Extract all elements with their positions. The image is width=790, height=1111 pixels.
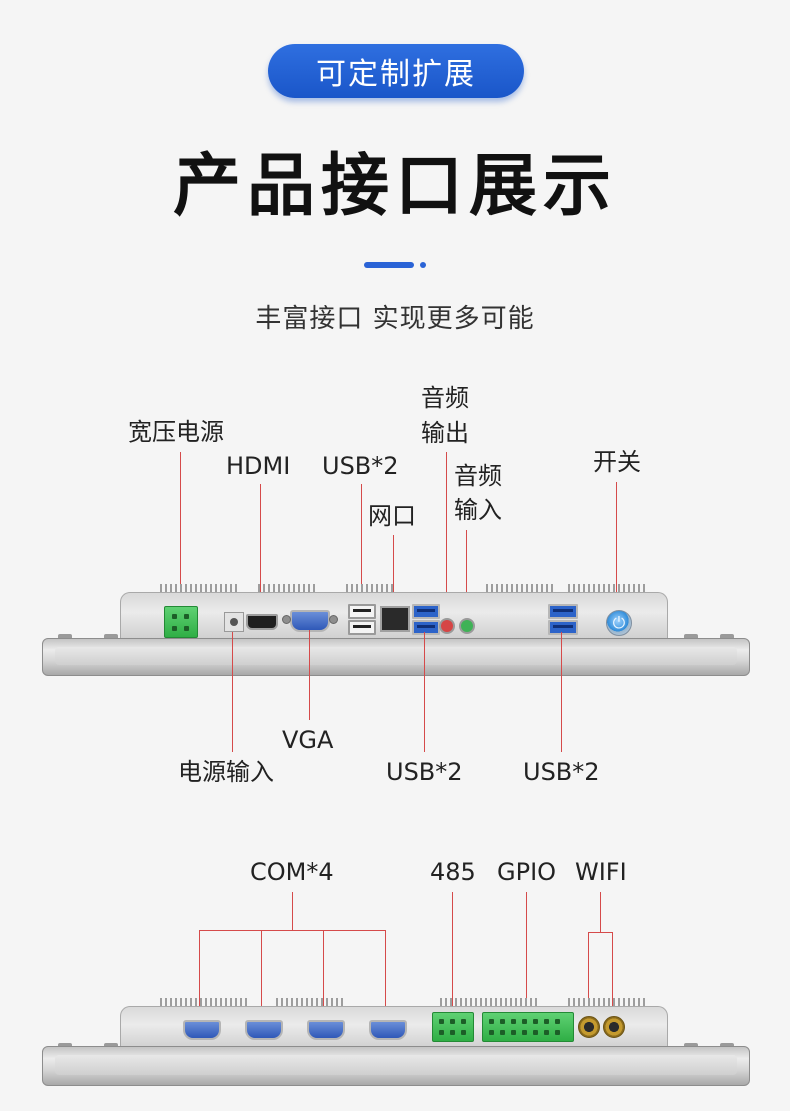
- label-usb-top: USB*2: [322, 452, 399, 480]
- com-port: [183, 1020, 221, 1040]
- leader-com-1: [199, 930, 200, 1018]
- leader-wifi: [600, 892, 601, 932]
- leader-usb-top: [361, 484, 362, 588]
- audio-in-jack: [459, 618, 475, 634]
- leader-wifi-2: [612, 932, 613, 1028]
- title-divider: [364, 262, 414, 268]
- leader-usb-bottom-1: [424, 632, 425, 752]
- vga-screw: [329, 615, 338, 624]
- wide-power-terminal: [164, 606, 198, 638]
- vent-fins: [160, 584, 240, 592]
- vga-screw: [282, 615, 291, 624]
- leader-wide-power: [180, 452, 181, 584]
- vga-port: [290, 610, 330, 632]
- wifi-antenna-connector: [603, 1016, 625, 1038]
- vent-fins: [346, 584, 396, 592]
- label-wide-power: 宽压电源: [128, 418, 224, 446]
- leader-vga: [309, 630, 310, 720]
- power-icon: ⏻: [612, 613, 626, 632]
- vent-fins: [160, 998, 250, 1006]
- hdmi-port: [246, 614, 278, 630]
- com-port: [307, 1020, 345, 1040]
- leader-audio-out: [446, 452, 447, 620]
- front-bezel: [42, 638, 750, 676]
- label-audio-out-2: 输出: [421, 419, 469, 447]
- leader-usb-bottom-2: [561, 632, 562, 752]
- leader-wifi-bracket: [588, 932, 613, 933]
- vent-fins: [276, 998, 346, 1006]
- dc-input-jack: [224, 612, 244, 632]
- vent-fins: [486, 584, 556, 592]
- label-gpio: GPIO: [497, 858, 557, 886]
- page-title: 产品接口展示: [172, 147, 617, 226]
- vent-fins: [440, 998, 540, 1006]
- panel-top-diagram: 宽压电源 HDMI USB*2 网口 音频 输出 音频 输入 开关: [0, 380, 790, 800]
- usb3-port: [548, 604, 578, 619]
- leader-dc-in: [232, 632, 233, 752]
- vent-fins: [258, 584, 318, 592]
- leader-com: [292, 892, 293, 930]
- label-485: 485: [430, 858, 476, 886]
- audio-out-jack: [439, 618, 455, 634]
- lan-port: [380, 606, 410, 632]
- label-power-switch: 开关: [593, 448, 641, 476]
- label-audio-in-2: 输入: [454, 496, 502, 524]
- label-wifi: WIFI: [575, 858, 627, 886]
- leader-lan: [393, 535, 394, 597]
- leader-gpio: [526, 892, 527, 1016]
- leader-com-3: [323, 930, 324, 1018]
- usb2-port: [348, 604, 376, 619]
- leader-audio-in: [466, 530, 467, 620]
- rs485-terminal: [432, 1012, 474, 1042]
- power-button: ⏻: [606, 610, 632, 636]
- page-subtitle: 丰富接口 实现更多可能: [255, 304, 535, 334]
- com-port: [245, 1020, 283, 1040]
- panel-bottom-diagram: COM*4 485 GPIO WIFI: [0, 850, 790, 1111]
- front-bezel: [42, 1046, 750, 1086]
- leader-com-bracket: [199, 930, 385, 931]
- label-usb-bottom-2: USB*2: [523, 758, 600, 786]
- label-com: COM*4: [250, 858, 334, 886]
- label-usb-bottom-1: USB*2: [386, 758, 463, 786]
- label-lan: 网口: [368, 502, 416, 530]
- label-audio-out-1: 音频: [421, 384, 469, 412]
- com-port: [369, 1020, 407, 1040]
- gpio-terminal: [482, 1012, 574, 1042]
- vent-fins: [568, 584, 648, 592]
- leader-485: [452, 892, 453, 1016]
- label-vga: VGA: [282, 726, 334, 754]
- usb3-port: [412, 604, 440, 619]
- title-divider-dot: [420, 262, 426, 268]
- leader-com-2: [261, 930, 262, 1018]
- label-hdmi: HDMI: [226, 452, 291, 480]
- vent-fins: [568, 998, 648, 1006]
- usb3-port: [548, 620, 578, 635]
- usb2-port: [348, 620, 376, 635]
- label-dc-in: 电源输入: [178, 758, 274, 786]
- leader-wifi-1: [588, 932, 589, 1028]
- leader-power-switch: [616, 482, 617, 612]
- header-badge: 可定制扩展: [268, 44, 524, 98]
- wifi-antenna-connector: [578, 1016, 600, 1038]
- leader-com-4: [385, 930, 386, 1018]
- usb3-port: [412, 620, 440, 635]
- label-audio-in-1: 音频: [454, 462, 502, 490]
- leader-hdmi: [260, 484, 261, 598]
